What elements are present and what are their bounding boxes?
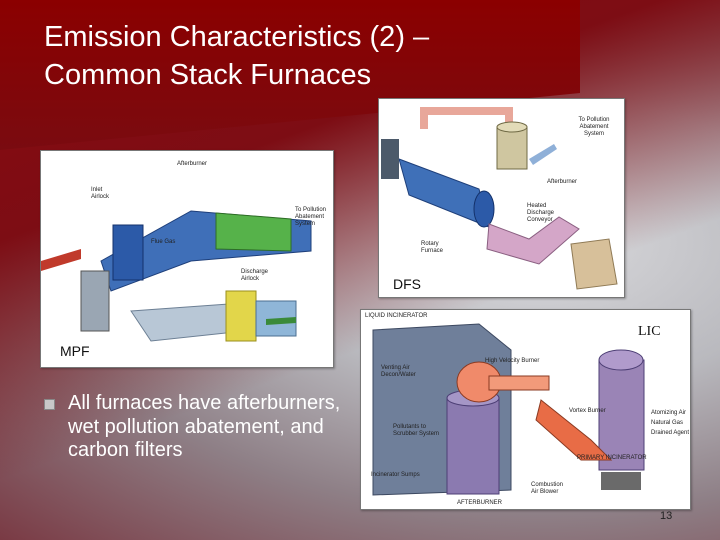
lic-label-natural-gas: Natural Gas [651,420,684,426]
mpf-label-flue-gas: Flue Gas [151,239,176,245]
dfs-diagram-panel: To Pollution Abatement System Afterburne… [378,98,625,298]
lic-label-venting-air: Venting Air Decon/Water [381,365,416,378]
lic-label-drained-agent: Drained Agent [651,430,690,436]
dfs-label-afterburner: Afterburner [547,179,578,185]
slide-title: Emission Characteristics (2) – Common St… [44,21,430,91]
bullet-square-icon [44,399,55,410]
bullet-list: All furnaces have afterburners, wet poll… [44,392,344,463]
mpf-caption: MPF [60,343,90,359]
dfs-label-to-pollution: To Pollution Abatement System [578,117,610,137]
lic-label-incinerator-sumps: Incinerator Sumps [371,472,420,478]
mpf-label-inlet-airlock: Inlet Airlock [91,187,110,200]
dfs-label-heated-conveyor: Heated Discharge Conveyor [527,203,555,223]
dfs-label-rotary-furnace: Rotary Furnace [421,241,444,254]
lic-label-afterburner: AFTERBURNER [457,500,503,506]
page-number: 13 [660,510,673,522]
dfs-furnace-illustration [379,99,624,297]
mpf-label-to-pollution: To Pollution Abatement System [295,207,327,227]
lic-label-primary: PRIMARY INCINERATOR [577,455,647,461]
mpf-diagram-panel: Afterburner Inlet Airlock Flue Gas To Po… [40,150,334,368]
mpf-label-discharge-airlock: Discharge Airlock [241,269,269,282]
dfs-caption: DFS [393,276,421,292]
lic-label-pollutants: Pollutants to Scrubber System [393,424,440,437]
mpf-furnace-illustration [41,151,333,367]
lic-label-combustion-air: Combustion Air Blower [531,482,564,495]
lic-label-header: LIQUID INCINERATOR [365,313,428,319]
lic-furnace-illustration [361,310,690,509]
lic-label-vortex-burner: Vortex Burner [569,408,606,414]
lic-label-atomizing: Atomizing Air [651,410,687,416]
mpf-label-afterburner: Afterburner [177,161,208,167]
bullet-item: All furnaces have afterburners, wet poll… [68,392,341,461]
lic-label-high-velocity: High Velocity Burner [485,358,540,364]
lic-caption: LIC [638,324,661,339]
lic-diagram-panel: LIQUID INCINERATOR High Velocity Burner … [360,309,691,510]
